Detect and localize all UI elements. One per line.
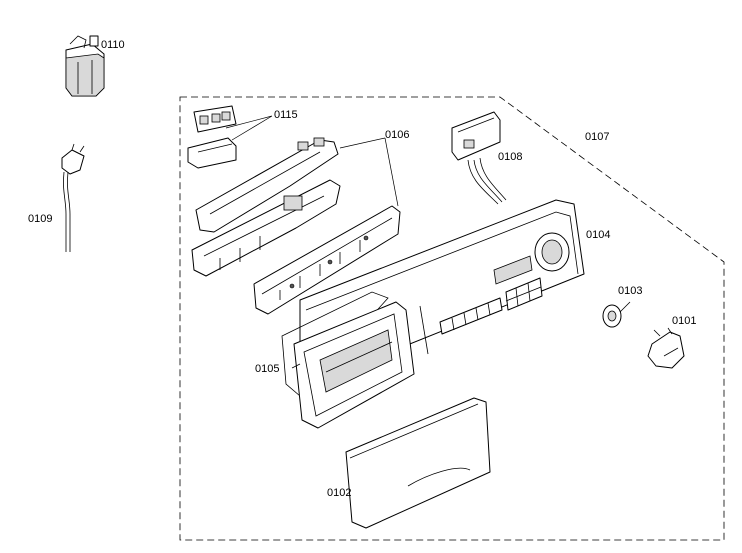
part-0115-pcb [187, 105, 237, 169]
label-0108: 0108 [498, 151, 522, 163]
label-0101: 0101 [672, 315, 696, 327]
label-0103: 0103 [618, 285, 642, 297]
part-0101-selector-knob [647, 327, 685, 369]
part-0110-filter [65, 35, 105, 97]
label-0110: 0110 [101, 39, 125, 51]
part-0105-drawer-housing [281, 291, 415, 429]
part-0108-display-board [451, 111, 507, 205]
label-0104: 0104 [586, 229, 610, 241]
label-0107: 0107 [585, 131, 609, 143]
label-0106: 0106 [385, 129, 409, 141]
part-0106-control-module [191, 137, 401, 315]
assembly-boundary [179, 96, 725, 541]
label-0102: 0102 [327, 487, 351, 499]
part-0102-drawer-front [345, 397, 491, 529]
part-0103-knob [602, 301, 631, 328]
part-0109-mains-cable [61, 143, 85, 252]
label-0105: 0105 [255, 363, 279, 375]
label-0115: 0115 [274, 109, 298, 121]
label-0109: 0109 [28, 213, 52, 225]
